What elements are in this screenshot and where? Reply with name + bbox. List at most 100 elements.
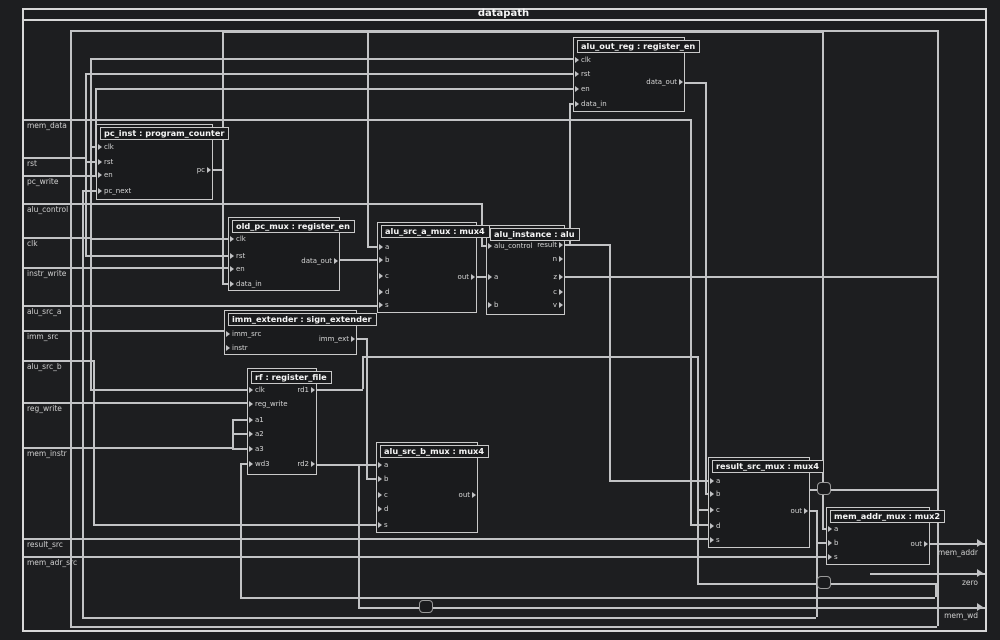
port-data_out: data_out — [301, 256, 338, 266]
block-rf[interactable]: rf : register_file clk reg_write a1 a2 a… — [247, 368, 332, 475]
block-alu_instance[interactable]: alu_instance : alu alu_control a b resul… — [486, 225, 580, 315]
wire-junction-node — [817, 576, 831, 589]
port-result: result — [537, 240, 563, 250]
port-z: z — [553, 272, 563, 282]
input-pin-alu_src_a: alu_src_a — [27, 307, 62, 316]
wire — [90, 238, 228, 240]
wire — [93, 360, 95, 524]
block-old_pc_mux[interactable]: old_pc_mux : register_en clk rst en data… — [228, 217, 355, 291]
port-s: s — [710, 535, 720, 545]
port-c: c — [379, 271, 389, 281]
port-arrow-icon — [379, 272, 383, 279]
port-arrow-icon — [472, 491, 476, 498]
wire — [22, 267, 228, 269]
port-rd1: rd1 — [297, 385, 315, 395]
port-rst: rst — [98, 157, 113, 167]
block-title: alu_out_reg : register_en — [577, 40, 701, 53]
port-a3: a3 — [249, 444, 264, 454]
port-arrow-icon — [559, 273, 563, 280]
port-arrow-icon — [334, 257, 338, 264]
wire — [95, 88, 97, 175]
wire — [240, 463, 242, 597]
port-wd3: wd3 — [249, 459, 270, 469]
block-alu_out_reg[interactable]: alu_out_reg : register_en clk rst en dat… — [573, 37, 701, 112]
port-s: s — [379, 300, 389, 310]
port-out: out — [911, 539, 928, 549]
wire — [90, 146, 98, 148]
port-arrow-icon — [379, 288, 383, 295]
port-clk: clk — [575, 55, 591, 65]
wire — [357, 338, 368, 340]
port-arrow-icon — [351, 335, 355, 342]
block-pc_inst[interactable]: pc_inst : program_counter clk rst en pc_… — [96, 124, 230, 200]
wire — [822, 528, 827, 530]
port-arrow-icon — [226, 344, 230, 351]
port-arrow-icon — [249, 445, 253, 452]
input-pin-clk: clk — [27, 239, 38, 248]
wire — [609, 480, 708, 482]
port-arrow-icon — [230, 252, 234, 259]
block-title: imm_extender : sign_extender — [228, 313, 377, 326]
wire — [93, 524, 376, 526]
wire — [85, 73, 573, 75]
port-arrow-icon — [559, 301, 563, 308]
port-arrow-icon — [710, 477, 714, 484]
wire — [232, 448, 247, 450]
wire — [935, 583, 937, 597]
wire-arrowhead-icon — [977, 603, 983, 611]
input-pin-mem_data: mem_data — [27, 121, 67, 130]
block-title: pc_inst : program_counter — [100, 127, 230, 140]
output-pin-mem_addr: mem_addr — [937, 548, 978, 557]
port-arrow-icon — [828, 539, 832, 546]
port-clk: clk — [230, 234, 246, 244]
port-pc: pc — [197, 165, 211, 175]
port-out: out — [458, 272, 475, 282]
port-arrow-icon — [98, 187, 102, 194]
port-out: out — [459, 490, 476, 500]
port-arrow-icon — [249, 460, 253, 467]
port-arrow-icon — [378, 461, 382, 468]
wire — [240, 597, 935, 599]
wire — [569, 103, 571, 244]
block-alu_src_a_mux[interactable]: alu_src_a_mux : mux4 a b c d s out — [377, 222, 490, 313]
block-result_src_mux[interactable]: result_src_mux : mux4 a b c d s out — [708, 457, 824, 548]
wire — [70, 626, 937, 628]
port-a: a — [379, 242, 389, 252]
block-title: alu_src_a_mux : mux4 — [381, 225, 490, 238]
wire — [362, 356, 364, 389]
port-imm_src: imm_src — [226, 329, 261, 339]
wire — [705, 493, 709, 495]
port-data_in: data_in — [230, 279, 262, 289]
port-s: s — [828, 552, 838, 562]
block-alu_src_b_mux[interactable]: alu_src_b_mux : mux4 a b c d s out — [376, 442, 490, 533]
wire — [697, 509, 708, 511]
port-arrow-icon — [559, 241, 563, 248]
wire — [705, 82, 707, 493]
port-b: b — [828, 538, 838, 548]
wire — [222, 283, 230, 285]
input-pin-alu_control: alu_control — [27, 205, 69, 214]
port-arrow-icon — [379, 301, 383, 308]
wire — [232, 419, 234, 448]
wire — [70, 30, 937, 32]
input-pin-mem_adr_src: mem_adr_src — [27, 558, 78, 567]
port-imm_ext: imm_ext — [319, 334, 355, 344]
port-a: a — [710, 476, 720, 486]
wire — [213, 169, 223, 171]
wire — [358, 607, 985, 609]
port-b: b — [488, 300, 498, 310]
port-arrow-icon — [378, 491, 382, 498]
port-en: en — [575, 84, 590, 94]
wire — [870, 573, 985, 575]
wire-arrowhead-icon — [977, 569, 983, 577]
port-arrow-icon — [575, 85, 579, 92]
wire — [22, 360, 93, 362]
port-en: en — [98, 170, 113, 180]
wire — [609, 244, 611, 480]
port-a2: a2 — [249, 429, 264, 439]
block-title: result_src_mux : mux4 — [712, 460, 824, 473]
wire — [82, 190, 84, 617]
port-arrow-icon — [575, 100, 579, 107]
block-mem_addr_mux[interactable]: mem_addr_mux : mux2 a b s out — [826, 507, 946, 565]
block-imm_extender[interactable]: imm_extender : sign_extender imm_src ins… — [224, 310, 377, 355]
